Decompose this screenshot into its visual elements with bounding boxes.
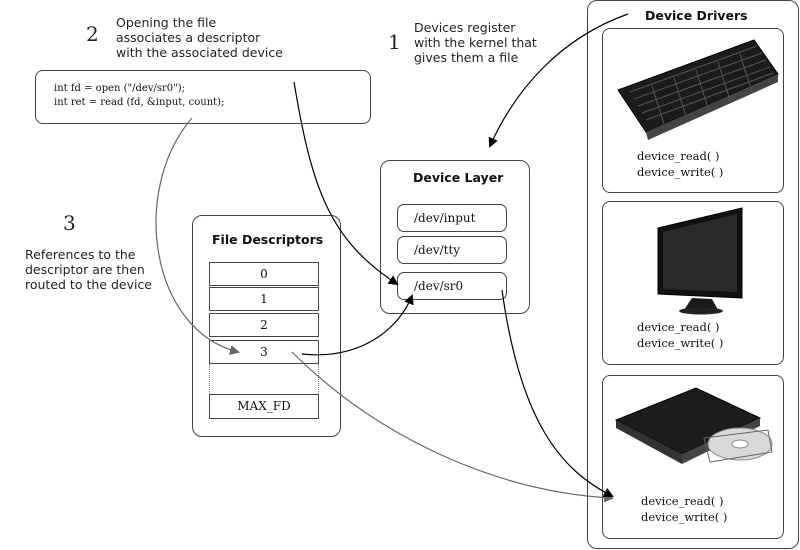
optical-drive-icon bbox=[612, 382, 780, 480]
step-3-description: References to the descriptor are then ro… bbox=[25, 247, 152, 292]
step-2-line-1: Opening the file bbox=[116, 15, 217, 30]
fd-entry-max: MAX_FD bbox=[209, 394, 319, 419]
step-1-number: 1 bbox=[388, 30, 401, 54]
monitor-icon bbox=[652, 206, 748, 316]
device-file-sr0: /dev/sr0 bbox=[397, 272, 507, 300]
driver-keyboard-write: device_write( ) bbox=[637, 165, 724, 179]
code-box: int fd = open ("/dev/sr0"); int ret = re… bbox=[35, 70, 371, 124]
step-3-line-1: References to the bbox=[25, 247, 136, 262]
step-3-line-2: descriptor are then bbox=[25, 262, 145, 277]
step-2-line-2: associates a descriptor bbox=[116, 30, 261, 45]
fd-entry-1: 1 bbox=[209, 287, 319, 311]
step-1-line-2: with the kernel that bbox=[414, 35, 537, 50]
file-descriptors-title: File Descriptors bbox=[212, 232, 324, 247]
step-3-line-3: routed to the device bbox=[25, 277, 153, 292]
code-line-open: int fd = open ("/dev/sr0"); bbox=[54, 83, 185, 94]
step-1-description: Devices register with the kernel that gi… bbox=[414, 20, 537, 65]
step-1-line-3: gives them a file bbox=[414, 50, 519, 65]
step-3-number: 3 bbox=[63, 211, 76, 235]
driver-keyboard-read: device_read( ) bbox=[637, 149, 720, 163]
device-drivers-title: Device Drivers bbox=[645, 8, 748, 23]
device-layer-title: Device Layer bbox=[413, 170, 504, 185]
fd-entry-0: 0 bbox=[209, 262, 319, 286]
driver-monitor-read: device_read( ) bbox=[637, 320, 720, 334]
code-line-read: int ret = read (fd, &input, count); bbox=[54, 97, 225, 108]
driver-optical-read: device_read( ) bbox=[641, 494, 724, 508]
driver-monitor-write: device_write( ) bbox=[637, 336, 724, 350]
step-1-line-1: Devices register bbox=[414, 20, 516, 35]
fd-ellipsis-label: ... bbox=[209, 360, 319, 361]
fd-ellipsis-gap bbox=[209, 364, 319, 394]
device-file-input: /dev/input bbox=[397, 204, 507, 232]
driver-optical-write: device_write( ) bbox=[641, 510, 728, 524]
step-2-line-3: with the associated device bbox=[116, 45, 283, 60]
fd-entry-2: 2 bbox=[209, 313, 319, 337]
step-2-number: 2 bbox=[86, 22, 99, 46]
keyboard-icon bbox=[612, 32, 780, 140]
step-2-description: Opening the file associates a descriptor… bbox=[116, 15, 283, 60]
device-file-tty: /dev/tty bbox=[397, 236, 507, 264]
